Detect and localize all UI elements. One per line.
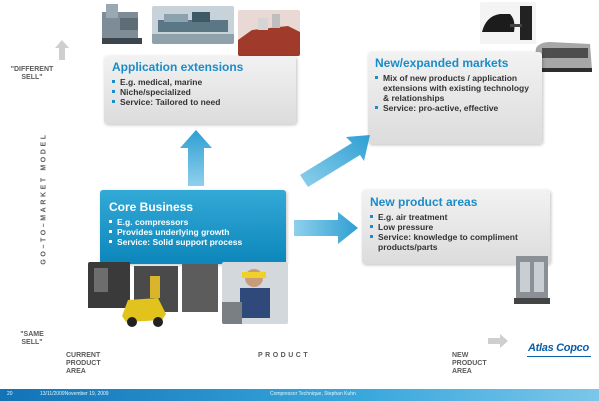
footer-credit: Compressor Technique, Stephan Kuhn	[270, 391, 356, 397]
service-technician-photo	[222, 262, 288, 324]
footer-bar: 20 13/11/2009November 19, 2009 Compresso…	[0, 389, 599, 401]
atlas-copco-logo: Atlas Copco	[528, 342, 589, 354]
ship-photo	[238, 10, 300, 56]
new-product-areas-list: E.g. air treatment Low pressure Service:…	[370, 212, 542, 252]
list-item: Provides underlying growth	[109, 227, 277, 237]
x-axis-title: PRODUCT	[258, 352, 311, 359]
x-axis-right-label: NEW PRODUCT AREA	[452, 352, 487, 375]
y-axis-top-label: "DIFFERENT SELL"	[10, 66, 54, 81]
new-markets-box: New/expanded markets Mix of new products…	[368, 52, 542, 144]
page-number: 20	[7, 391, 13, 397]
list-item: E.g. medical, marine	[112, 77, 288, 87]
marine-equipment-photo	[152, 6, 234, 44]
list-item: Service: Solid support process	[109, 237, 277, 247]
core-business-title: Core Business	[109, 200, 194, 214]
new-markets-title: New/expanded markets	[375, 56, 509, 70]
list-item: Service: knowledge to compliment product…	[370, 232, 542, 252]
list-item: Mix of new products / application extens…	[375, 73, 535, 103]
y-axis-bottom-label: "SAME SELL"	[20, 331, 44, 346]
new-product-areas-box: New product areas E.g. air treatment Low…	[362, 190, 550, 264]
list-item: Low pressure	[370, 222, 542, 232]
y-axis-up-arrow-icon	[55, 40, 69, 60]
application-extensions-box: Application extensions E.g. medical, mar…	[104, 56, 296, 124]
application-extensions-list: E.g. medical, marine Niche/specialized S…	[112, 77, 288, 107]
list-item: E.g. air treatment	[370, 212, 542, 222]
y-axis-title: GO–TO–MARKET MODEL	[40, 132, 48, 265]
x-axis-right-arrow-icon	[488, 334, 508, 348]
up-growth-arrow-icon	[180, 130, 212, 186]
list-item: E.g. compressors	[109, 217, 277, 227]
car-nozzle-photo	[480, 2, 536, 44]
new-product-areas-title: New product areas	[370, 195, 478, 209]
list-item: Niche/specialized	[112, 87, 288, 97]
right-growth-arrow-icon	[294, 212, 358, 244]
list-item: Service: pro-active, effective	[375, 103, 535, 113]
core-business-box: Core Business E.g. compressors Provides …	[100, 190, 286, 264]
logo-underline	[527, 356, 591, 357]
list-item: Service: Tailored to need	[112, 97, 288, 107]
application-extensions-title: Application extensions	[112, 60, 244, 74]
footer-date: 13/11/2009November 19, 2009	[40, 391, 109, 397]
portable-compressor-photo	[122, 298, 166, 327]
air-treatment-unit-photo	[514, 256, 550, 304]
medical-equipment-photo	[102, 4, 142, 44]
train-photo	[534, 42, 592, 72]
x-axis-left-label: CURRENT PRODUCT AREA	[66, 352, 101, 375]
diagonal-growth-arrow-icon	[300, 135, 370, 187]
new-markets-list: Mix of new products / application extens…	[375, 73, 535, 113]
core-business-list: E.g. compressors Provides underlying gro…	[109, 217, 277, 247]
